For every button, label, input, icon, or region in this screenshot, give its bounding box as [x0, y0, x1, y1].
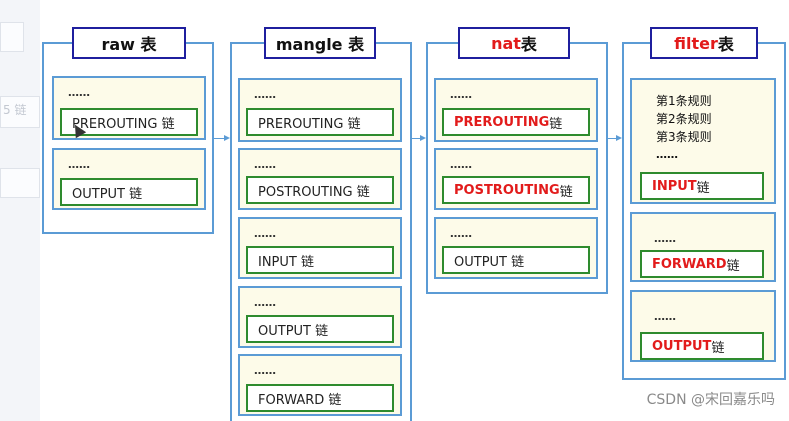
rule-item: 第1条规则: [656, 94, 712, 108]
csdn-watermark: CSDN @宋回嘉乐吗: [646, 392, 775, 408]
chain-placeholder-dots: ……: [254, 364, 276, 377]
ghost-box-middle: 5 链: [0, 96, 40, 128]
nat-table-title: nat 表: [458, 27, 570, 59]
filter-forward-label: FORWARD 链: [640, 250, 764, 278]
rule-item: 第3条规则: [656, 130, 712, 144]
chain-placeholder-dots: ……: [450, 88, 472, 101]
arrow-raw-to-mangle: [214, 135, 230, 141]
chain-placeholder-dots: ……: [254, 88, 276, 101]
chain-placeholder-dots: ……: [68, 86, 90, 99]
filter-rule-list: 第1条规则 第2条规则 第3条规则 ……: [656, 92, 712, 164]
chain-placeholder-dots: ……: [254, 158, 276, 171]
chain-placeholder-dots: ……: [254, 227, 276, 240]
mangle-input-label: INPUT 链: [246, 246, 394, 274]
chain-placeholder-dots: ……: [450, 227, 472, 240]
left-background-strip: [0, 0, 40, 421]
mangle-output-label: OUTPUT 链: [246, 315, 394, 343]
chain-placeholder-dots: ……: [450, 158, 472, 171]
rule-item: 第2条规则: [656, 112, 712, 126]
ghost-box-top: [0, 22, 24, 52]
nat-output-label: OUTPUT 链: [442, 246, 590, 274]
filter-input-label: INPUT 链: [640, 172, 764, 200]
raw-table-title: raw 表: [72, 27, 186, 59]
ghost-partial-label: 5 链: [3, 103, 27, 117]
arrow-nat-to-filter: [608, 135, 622, 141]
arrow-mangle-to-nat: [412, 135, 426, 141]
ghost-box-bottom: [0, 168, 40, 198]
chain-placeholder-dots: ……: [254, 296, 276, 309]
mangle-prerouting-label: PREROUTING 链: [246, 108, 394, 136]
chain-placeholder-dots: ……: [654, 232, 676, 245]
rule-item: ……: [656, 148, 678, 161]
nat-postrouting-label: POSTROUTING 链: [442, 176, 590, 204]
filter-table-title: filter 表: [650, 27, 758, 59]
mangle-forward-label: FORWARD 链: [246, 384, 394, 412]
mangle-postrouting-label: POSTROUTING 链: [246, 176, 394, 204]
mangle-table-title: mangle 表: [264, 27, 376, 59]
chain-placeholder-dots: ……: [68, 158, 90, 171]
raw-output-label: OUTPUT 链: [60, 178, 198, 206]
nat-prerouting-label: PREROUTING 链: [442, 108, 590, 136]
chain-placeholder-dots: ……: [654, 310, 676, 323]
raw-prerouting-label: PREROUTING 链: [60, 108, 198, 136]
filter-output-label: OUTPUT 链: [640, 332, 764, 360]
